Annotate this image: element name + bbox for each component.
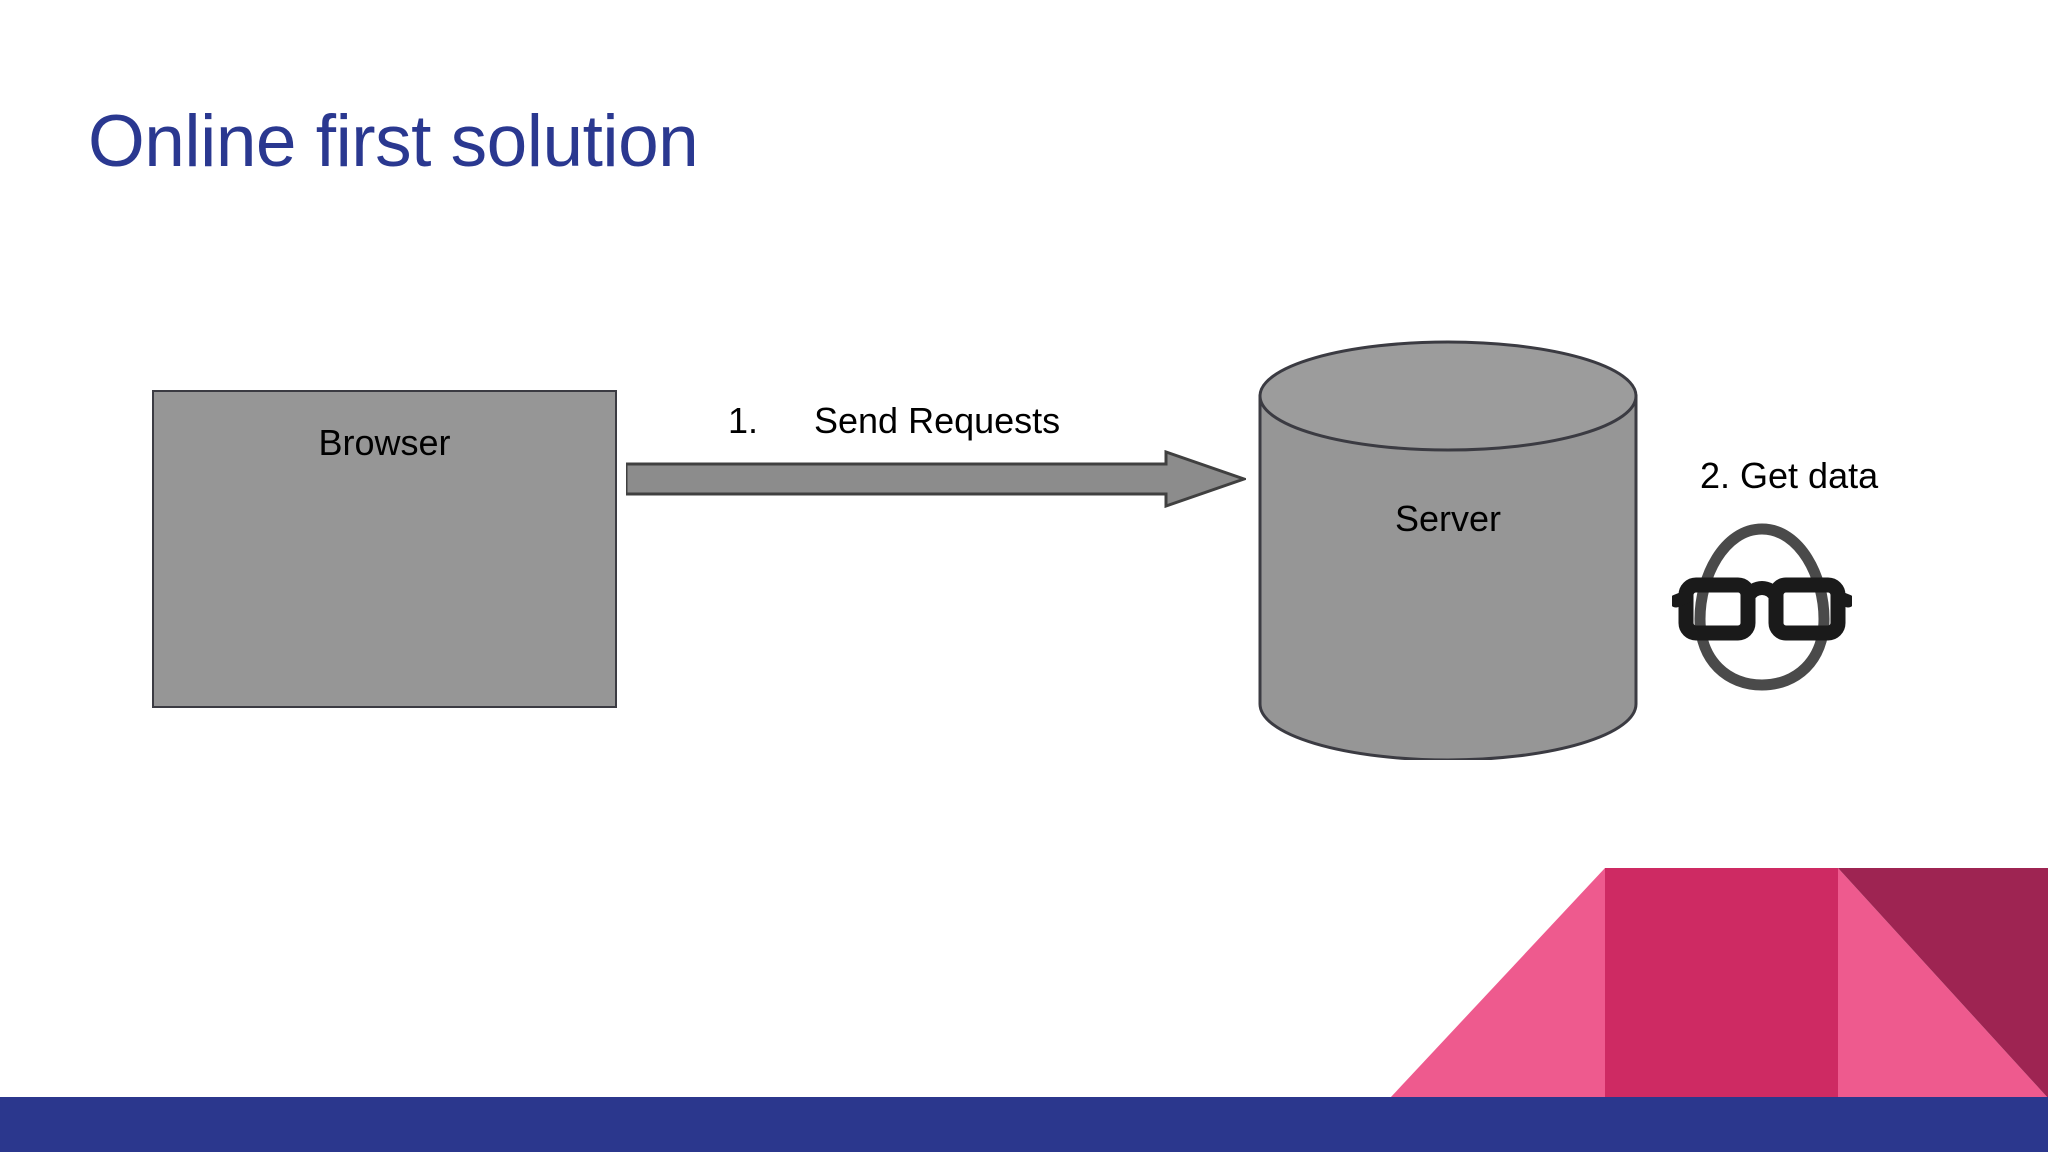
browser-node: Browser xyxy=(152,390,617,708)
nerd-face-glasses-icon xyxy=(1672,515,1852,697)
bottom-accent-bar xyxy=(0,1097,2048,1152)
step-1-number: 1. xyxy=(728,400,759,441)
deco-rect-center xyxy=(1605,868,1838,1098)
step-1-caption: 1. Send Requests xyxy=(728,400,1060,442)
step-1-text: Send Requests xyxy=(814,400,1061,441)
server-node-label: Server xyxy=(1394,498,1502,539)
page-title: Online first solution xyxy=(88,101,699,182)
corner-decoration xyxy=(1390,860,2048,1098)
deco-triangle-right-dark xyxy=(1838,868,2048,1098)
step-2-caption: 2. Get data xyxy=(1700,455,1879,496)
browser-node-label: Browser xyxy=(318,422,451,463)
deco-triangle-left xyxy=(1390,868,1605,1098)
send-requests-arrow-icon xyxy=(626,450,1246,508)
server-node: Server xyxy=(1258,340,1638,760)
